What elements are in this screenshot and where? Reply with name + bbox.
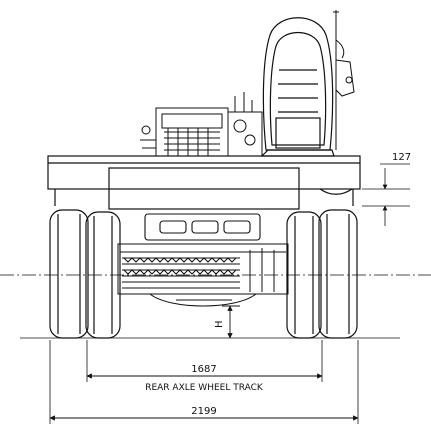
rear-track-caption: REAR AXLE WHEEL TRACK <box>145 383 264 393</box>
driver-seat <box>260 17 335 157</box>
mirror-mount <box>333 10 355 150</box>
ground-clearance-label: H <box>214 320 225 328</box>
rear-axle-housing <box>117 243 289 307</box>
overall-width-value: 2199 <box>191 406 216 417</box>
chassis-frame <box>47 155 361 210</box>
right-wheel-pair <box>286 209 358 339</box>
left-wheel-pair <box>49 209 121 339</box>
engine-assembly <box>140 92 263 157</box>
rear-bumper <box>144 213 261 241</box>
ground-clearance-indicator <box>222 305 240 339</box>
rear-track-value: 1687 <box>191 364 216 375</box>
frame-height-value: 127 <box>392 152 411 163</box>
frame-height-dimension <box>362 163 410 226</box>
overall-width-extension-lines <box>49 340 359 424</box>
